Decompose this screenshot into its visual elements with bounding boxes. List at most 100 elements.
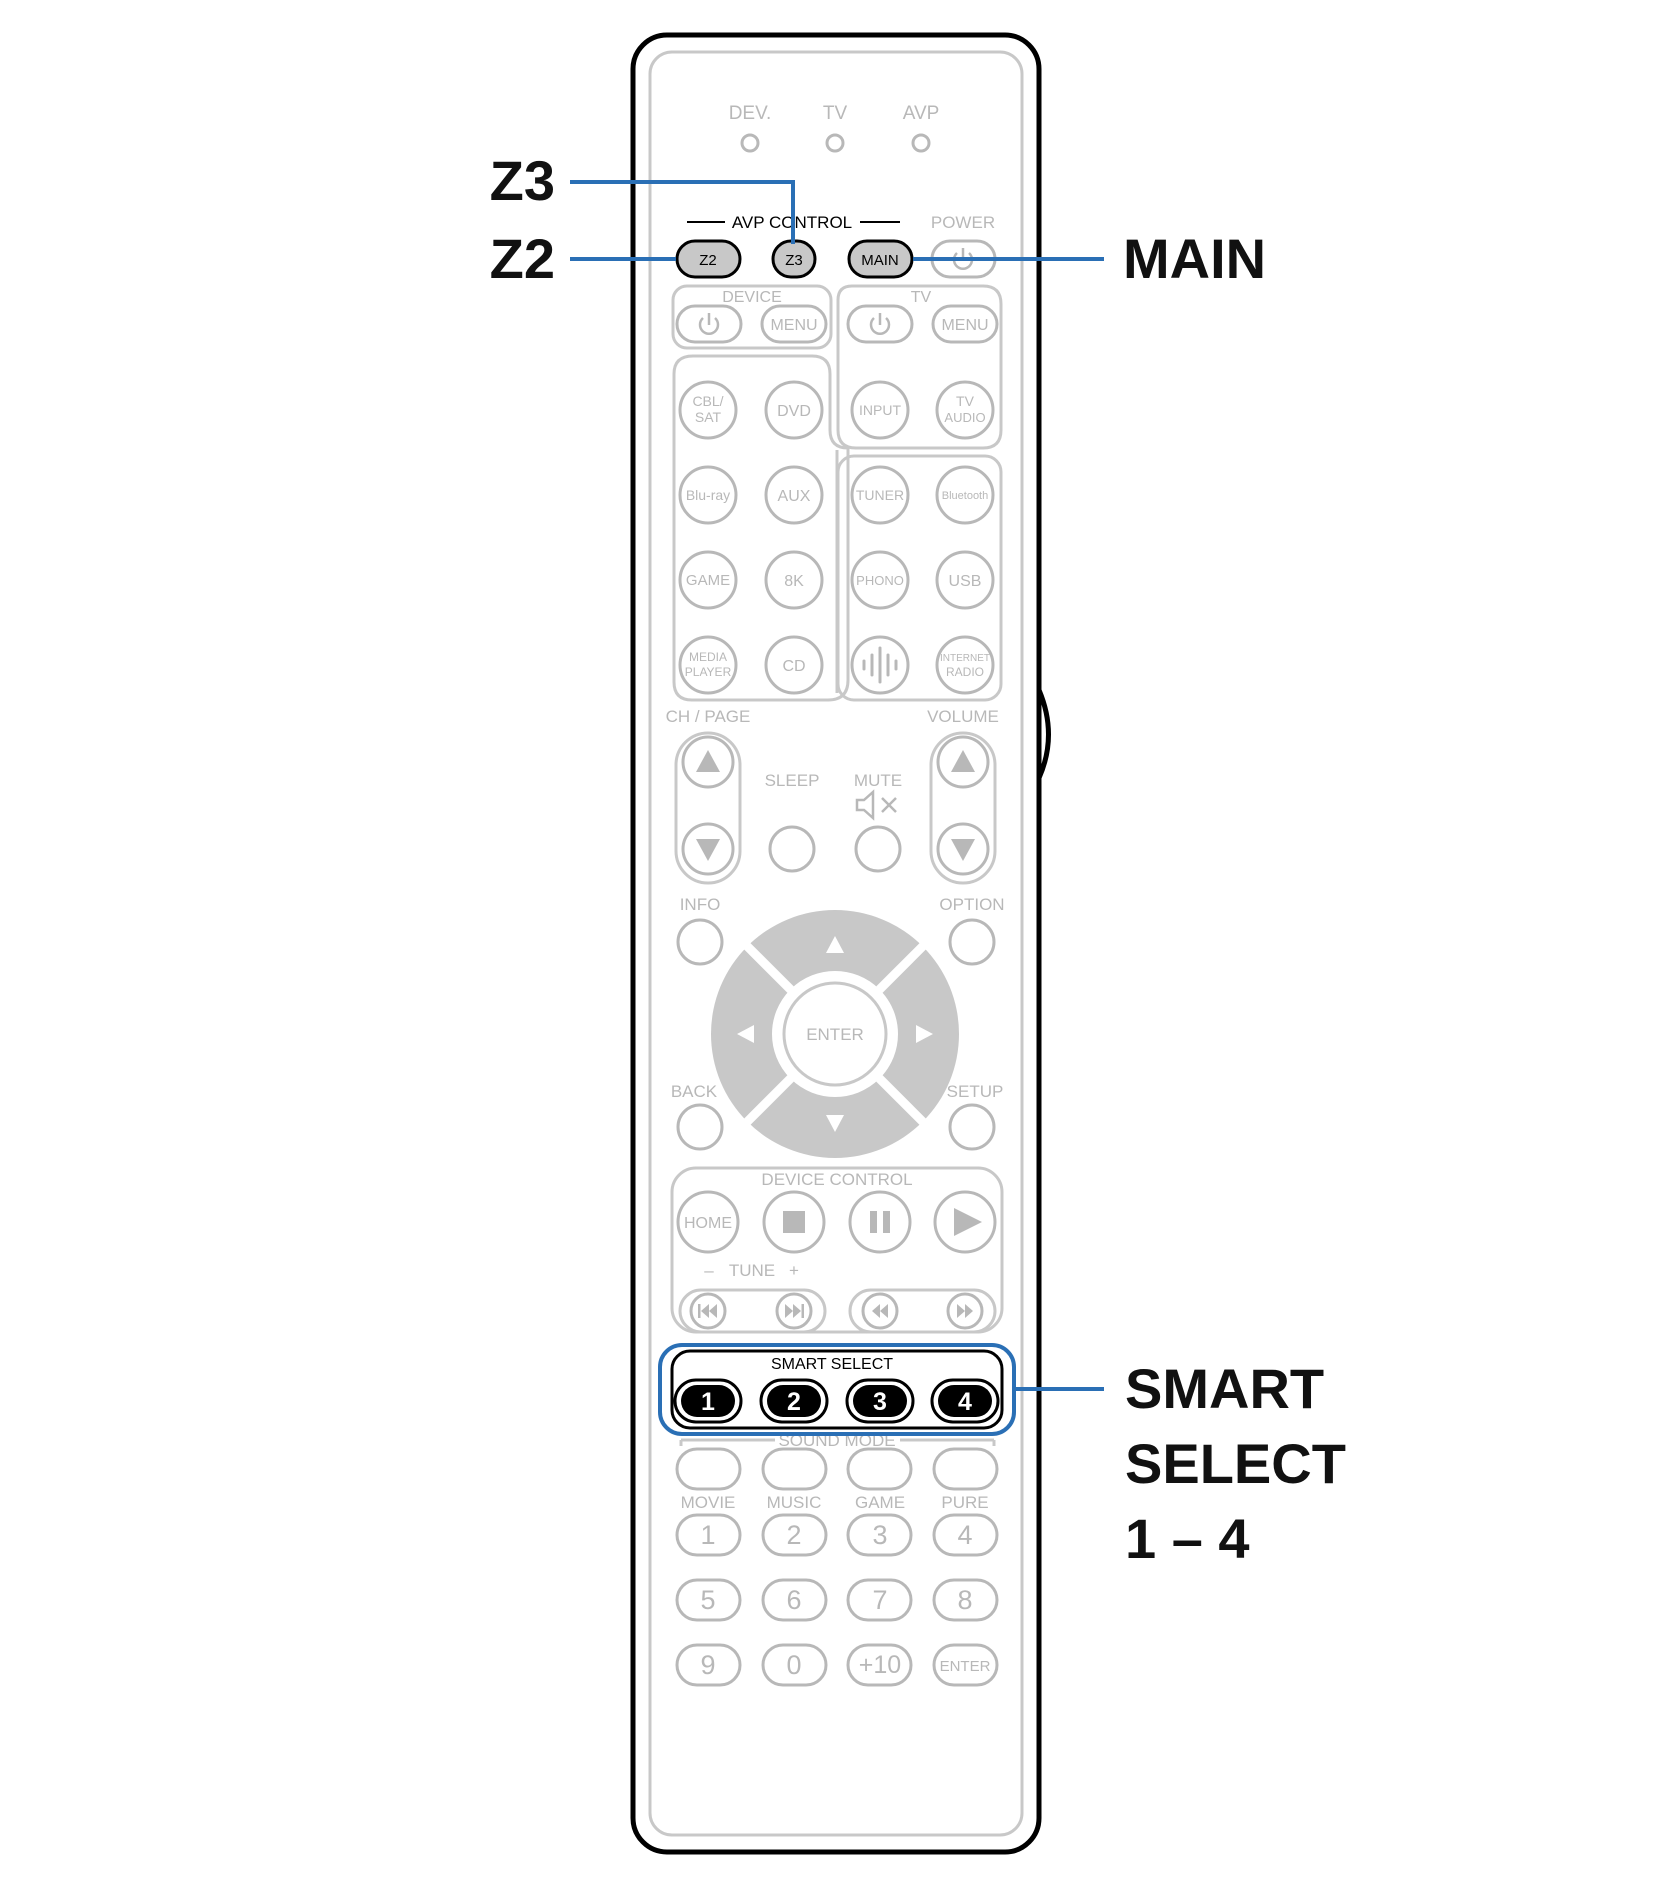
8k-button[interactable]	[764, 550, 824, 610]
phono-label: PHONO	[856, 573, 904, 588]
smart-select-group	[670, 1349, 1004, 1430]
rewind-icon	[872, 1304, 888, 1318]
music-button[interactable]	[761, 1447, 828, 1491]
tv-input-button[interactable]	[850, 380, 910, 440]
number-key-4[interactable]	[932, 1513, 999, 1557]
game-mode-button[interactable]	[846, 1447, 913, 1491]
number-key-9-label: 9	[700, 1650, 715, 1680]
fast-forward-icon	[957, 1304, 973, 1318]
game-mode-label: GAME	[855, 1493, 905, 1512]
tune-plus-label: +	[789, 1261, 799, 1280]
info-button[interactable]	[676, 918, 724, 966]
tv-input-label: INPUT	[859, 402, 901, 418]
usb-button[interactable]	[935, 550, 995, 610]
number-key-0[interactable]	[761, 1643, 828, 1687]
next-icon	[785, 1304, 804, 1318]
main-button[interactable]	[847, 239, 914, 279]
number-key-plus10[interactable]	[846, 1643, 913, 1687]
number-key-2[interactable]	[761, 1513, 828, 1557]
number-key-6-label: 6	[786, 1585, 801, 1615]
volume-down-arrow-icon	[951, 839, 975, 861]
play-icon	[954, 1208, 982, 1236]
main-button-label: MAIN	[861, 252, 899, 269]
number-key-2-label: 2	[786, 1520, 801, 1550]
internet-radio-label-top: INTERNET	[940, 653, 990, 664]
smart-select-4-label: 4	[958, 1388, 972, 1416]
z2-button[interactable]	[675, 239, 742, 279]
number-key-7[interactable]	[846, 1578, 913, 1622]
mute-label: MUTE	[854, 771, 902, 790]
tuner-button[interactable]	[850, 465, 910, 525]
number-key-1[interactable]	[675, 1513, 742, 1557]
smart-select-title: SMART SELECT	[771, 1356, 893, 1373]
number-key-3[interactable]	[846, 1513, 913, 1557]
number-key-5[interactable]	[675, 1578, 742, 1622]
cursor-left-icon	[737, 1025, 754, 1043]
setup-button[interactable]	[948, 1103, 996, 1151]
tv-group	[836, 284, 1003, 450]
remote-inner-border	[648, 50, 1024, 1837]
tv-power-icon	[869, 313, 891, 335]
aux-button[interactable]	[764, 465, 824, 525]
media-player-button[interactable]	[678, 635, 738, 695]
number-key-3-label: 3	[872, 1520, 887, 1550]
pause-icon	[870, 1211, 890, 1233]
volume-up-arrow-icon	[951, 750, 975, 772]
usb-label: USB	[949, 573, 982, 590]
dvd-button[interactable]	[764, 380, 824, 440]
number-key-8[interactable]	[932, 1578, 999, 1622]
main-callout: MAIN	[1123, 227, 1266, 290]
z2-button-label: Z2	[699, 252, 717, 269]
cbl-sat-label-top: CBL/	[692, 393, 723, 409]
setup-label: SETUP	[947, 1082, 1004, 1101]
cursor-up-icon	[826, 936, 844, 953]
cd-button[interactable]	[764, 635, 824, 695]
pure-label: PURE	[941, 1493, 988, 1512]
sleep-button[interactable]	[768, 825, 816, 873]
number-key-enter[interactable]	[932, 1643, 999, 1687]
device-menu-button[interactable]	[760, 304, 828, 344]
pause-button[interactable]	[848, 1190, 912, 1254]
internet-radio-label-bottom: RADIO	[946, 665, 984, 679]
tv-audio-label-top: TV	[956, 393, 975, 409]
device-menu-label: MENU	[770, 317, 817, 334]
ch-down-arrow-icon	[696, 839, 720, 861]
internet-radio-button[interactable]	[935, 635, 995, 695]
source-group-left	[672, 354, 850, 702]
dvd-label: DVD	[777, 403, 811, 420]
smart-select-4-fill	[938, 1385, 992, 1417]
tune-label: TUNE	[729, 1261, 775, 1280]
info-label: INFO	[680, 895, 721, 914]
home-button[interactable]	[676, 1190, 740, 1254]
back-button[interactable]	[676, 1103, 724, 1151]
z3-callout: Z3	[490, 149, 555, 212]
ch-up-arrow-icon	[696, 750, 720, 772]
previous-icon	[698, 1304, 717, 1318]
tuner-label: TUNER	[856, 487, 904, 503]
device-group-title: DEVICE	[722, 289, 782, 306]
cursor-down-icon	[826, 1115, 844, 1132]
number-key-9[interactable]	[675, 1643, 742, 1687]
number-key-6[interactable]	[761, 1578, 828, 1622]
enter-button-ring	[782, 981, 888, 1087]
phono-button[interactable]	[850, 550, 910, 610]
number-key-1-label: 1	[700, 1520, 715, 1550]
cd-label: CD	[782, 658, 805, 675]
smart-select-1-fill	[681, 1385, 735, 1417]
tv-audio-button[interactable]	[935, 380, 995, 440]
bluray-button[interactable]	[678, 465, 738, 525]
tv-menu-button[interactable]	[931, 304, 999, 344]
pure-button[interactable]	[932, 1447, 999, 1491]
movie-button[interactable]	[675, 1447, 742, 1491]
ch-page-label: CH / PAGE	[666, 707, 751, 726]
z3-button-label: Z3	[785, 252, 803, 269]
indicator-avp	[911, 133, 931, 153]
bluetooth-button[interactable]	[935, 465, 995, 525]
option-button[interactable]	[948, 918, 996, 966]
cbl-sat-label-bottom: SAT	[695, 409, 722, 425]
stop-icon	[783, 1211, 805, 1233]
cbl-sat-button[interactable]	[678, 380, 738, 440]
game-button[interactable]	[678, 550, 738, 610]
option-label: OPTION	[939, 895, 1004, 914]
mute-button[interactable]	[854, 825, 902, 873]
